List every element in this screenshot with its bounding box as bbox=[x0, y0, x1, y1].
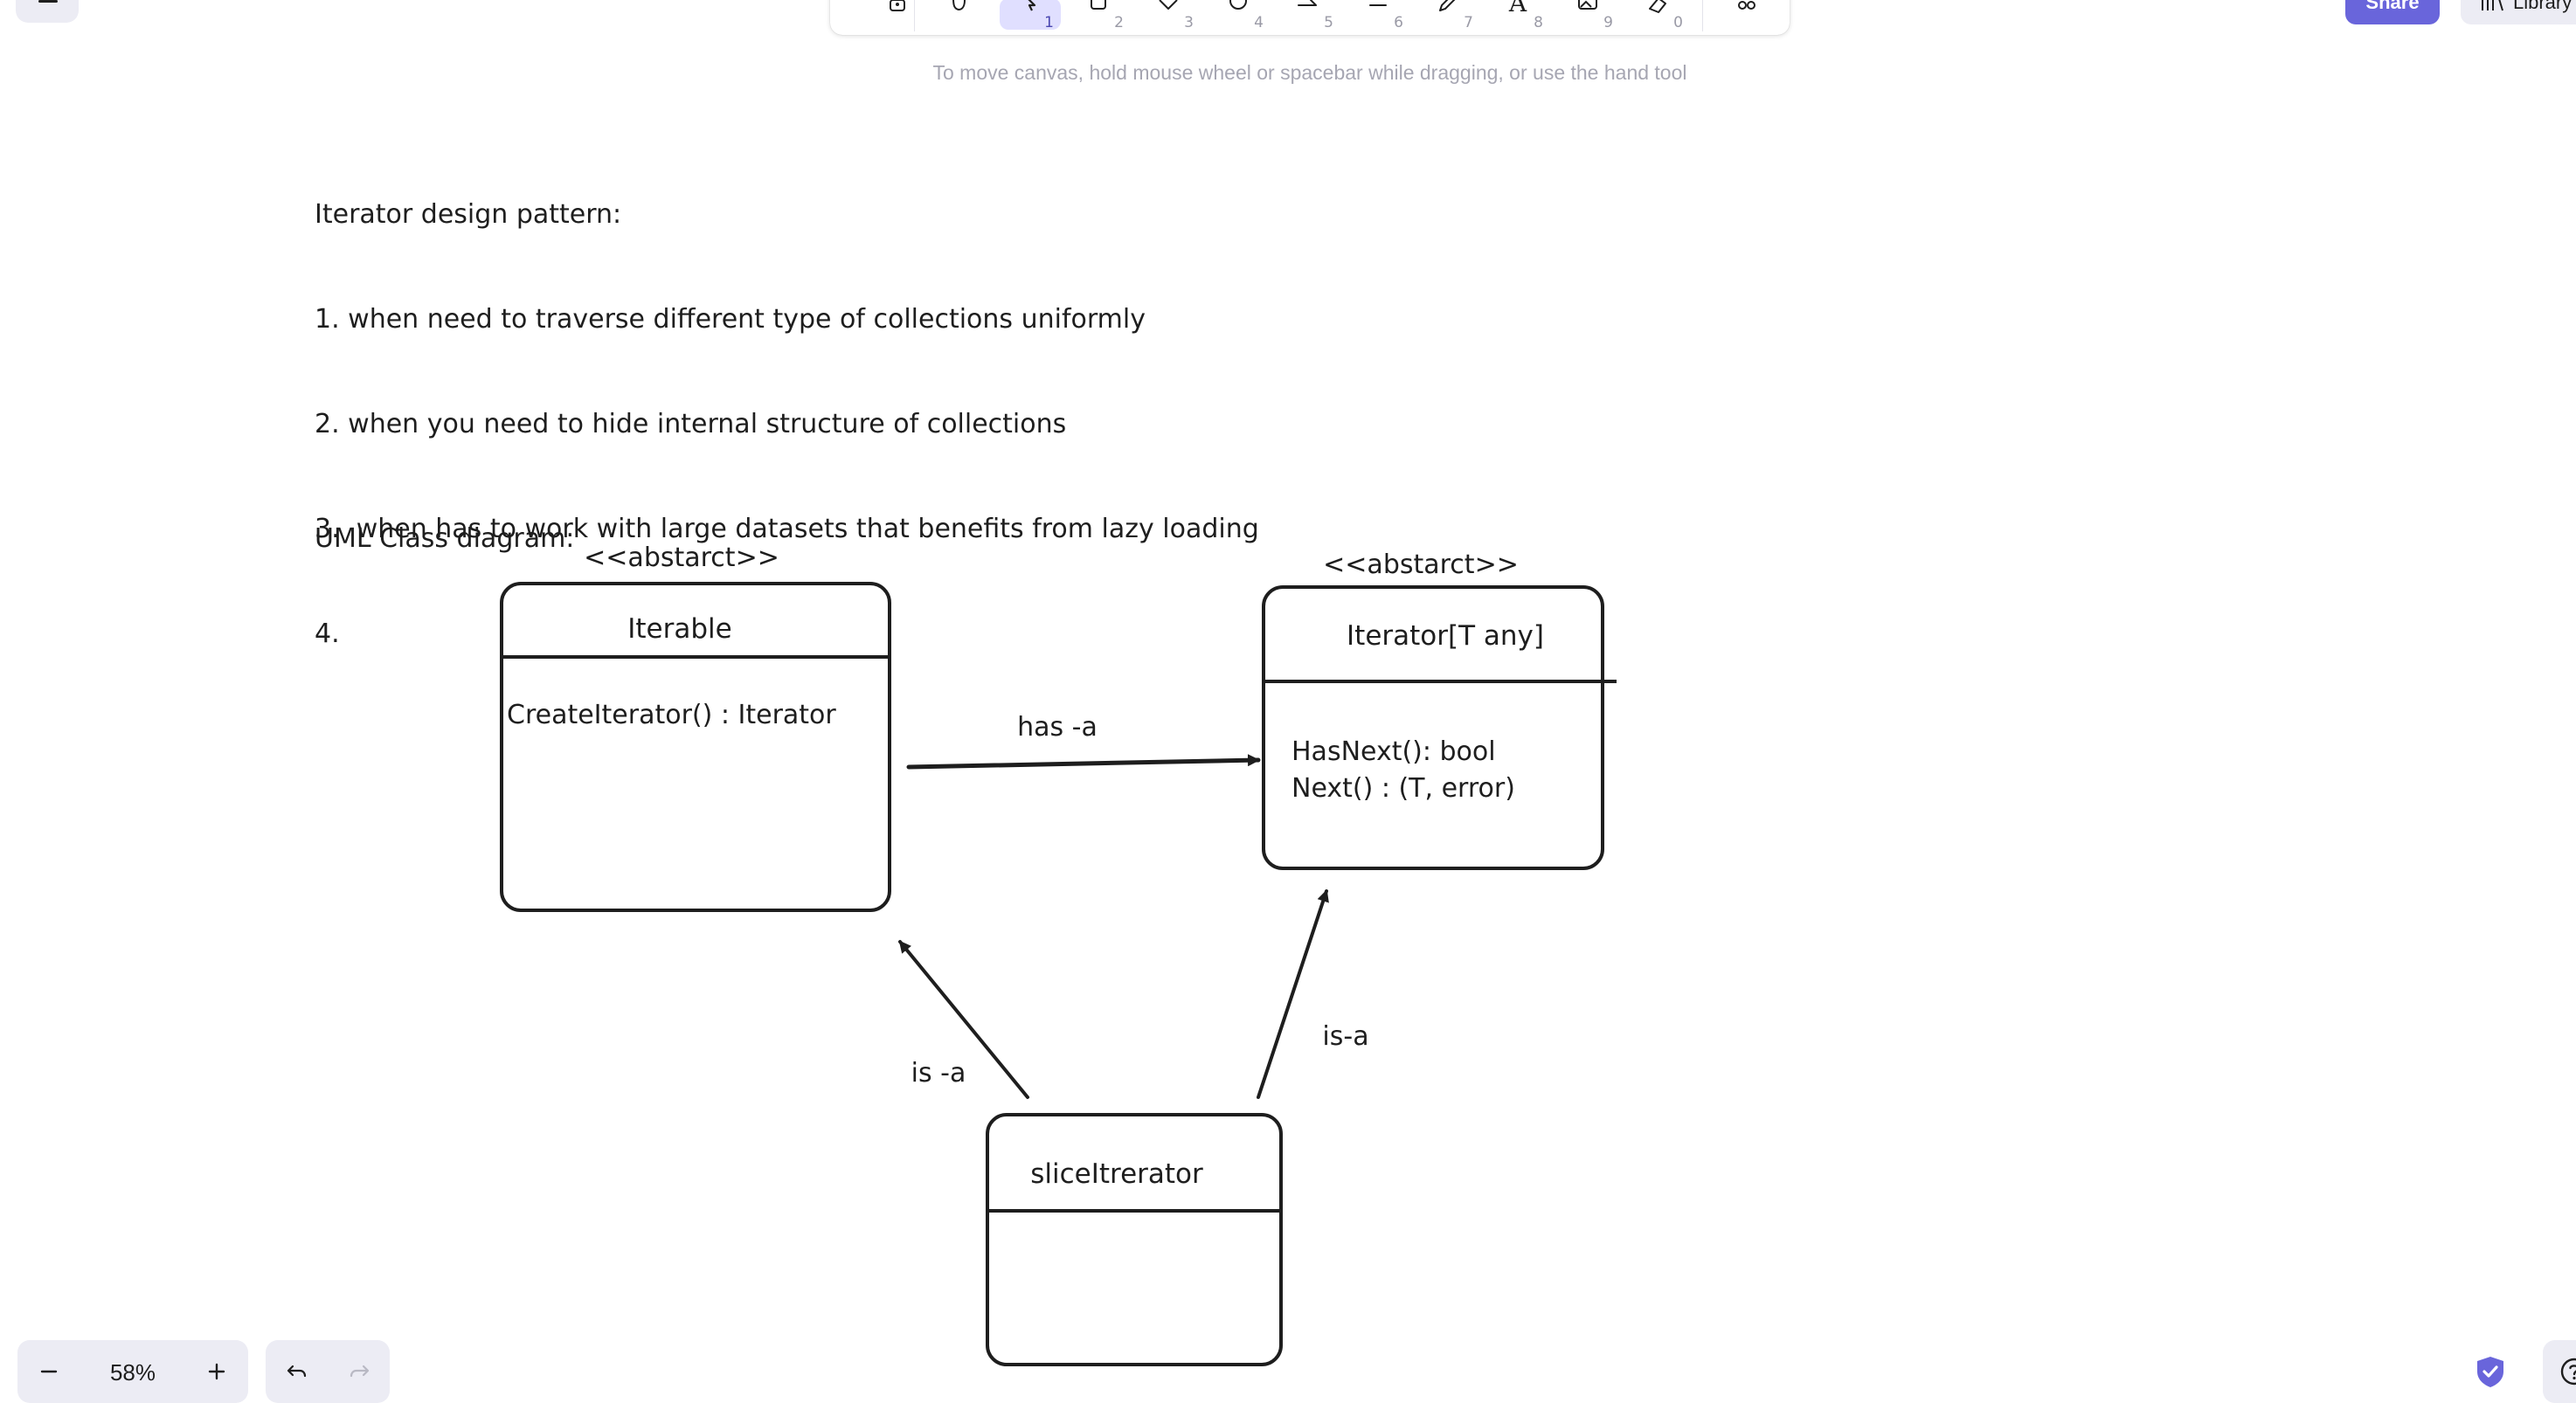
tool-lock[interactable] bbox=[869, 0, 930, 30]
redo-icon bbox=[350, 1365, 370, 1378]
tool-eraser[interactable]: 0 bbox=[1629, 0, 1690, 31]
is-a-right-arrow bbox=[1257, 889, 1329, 1099]
lock-icon bbox=[890, 0, 905, 11]
tool-draw[interactable]: 7 bbox=[1419, 0, 1480, 31]
rectangle-icon bbox=[1091, 0, 1106, 10]
iterator-name: Iterator[T any] bbox=[1347, 620, 1544, 652]
slice-iterator-box bbox=[986, 1113, 1283, 1366]
notes-line: Iterator design pattern: bbox=[315, 199, 622, 230]
iterator-method: Next() : (T, error) bbox=[1291, 773, 1515, 804]
help-button[interactable] bbox=[2543, 1340, 2576, 1403]
library-button[interactable]: Library bbox=[2461, 0, 2576, 24]
iterator-stereotype: <<abstarct>> bbox=[1323, 549, 1519, 580]
zoom-controls: 58% bbox=[17, 1340, 248, 1403]
tool-shortcut: 8 bbox=[1534, 14, 1543, 31]
zoom-in-button[interactable] bbox=[185, 1340, 248, 1403]
has-a-label: has -a bbox=[1017, 712, 1098, 743]
tool-shortcut: 7 bbox=[1464, 14, 1473, 31]
notes-line: 4. bbox=[315, 619, 340, 649]
tool-image[interactable]: 9 bbox=[1559, 0, 1620, 31]
has-a-arrow bbox=[906, 754, 1261, 770]
tool-arrow[interactable]: 5 bbox=[1279, 0, 1340, 31]
library-icon bbox=[2482, 0, 2503, 11]
has-a-relation[interactable]: has -a bbox=[906, 712, 1261, 770]
tool-selection[interactable]: 1 bbox=[1000, 0, 1061, 31]
library-label: Library bbox=[2513, 0, 2573, 13]
shapes-icon bbox=[1738, 1, 1755, 10]
iterable-name: Iterable bbox=[627, 613, 731, 645]
zoom-value[interactable]: 58% bbox=[109, 1359, 156, 1386]
zoom-out-button[interactable] bbox=[17, 1340, 80, 1403]
diamond-icon bbox=[1159, 0, 1178, 10]
line-icon bbox=[1369, 4, 1387, 6]
hand-icon bbox=[952, 0, 966, 11]
history-controls bbox=[266, 1340, 390, 1403]
slice-iterator-name: sliceItrerator bbox=[1030, 1158, 1203, 1190]
eraser-icon bbox=[1649, 0, 1666, 13]
ellipse-icon bbox=[1229, 0, 1247, 10]
iterable-stereotype: <<abstarct>> bbox=[584, 543, 779, 573]
help-icon bbox=[2560, 1358, 2576, 1386]
menu-icon bbox=[38, 0, 58, 3]
iterable-method: CreateIterator() : Iterator bbox=[507, 700, 836, 730]
redo-button[interactable] bbox=[328, 1340, 390, 1403]
shield-check-icon[interactable] bbox=[2473, 1354, 2508, 1389]
is-a-right-relation[interactable]: is-a bbox=[1257, 889, 1369, 1099]
notes-line: 2. when you need to hide internal struct… bbox=[315, 409, 1067, 439]
is-a-left-label: is -a bbox=[911, 1058, 966, 1089]
notes-text[interactable]: Iterator design pattern: 1. when need to… bbox=[315, 128, 1259, 687]
tool-shortcut: 6 bbox=[1394, 14, 1403, 31]
undo-button[interactable] bbox=[266, 1340, 328, 1403]
main-menu-button[interactable] bbox=[16, 0, 79, 23]
toolbar-divider bbox=[914, 0, 915, 31]
notes-line: 3. when has to work with large datasets … bbox=[315, 514, 1259, 544]
notes-line: 1. when need to traverse different type … bbox=[315, 304, 1146, 335]
iterator-method: HasNext(): bool bbox=[1291, 736, 1496, 767]
pointer-icon bbox=[1028, 0, 1036, 11]
tool-rectangle[interactable]: 2 bbox=[1070, 0, 1131, 31]
tool-shortcut: 5 bbox=[1324, 14, 1333, 31]
iterator-class[interactable]: <<abstarct>> Iterator[T any] HasNext(): … bbox=[1262, 549, 1617, 870]
tool-line[interactable]: 6 bbox=[1349, 0, 1410, 31]
tool-hand[interactable] bbox=[930, 0, 991, 30]
is-a-left-arrow bbox=[898, 940, 1029, 1099]
is-a-right-label: is-a bbox=[1322, 1021, 1368, 1052]
share-label: Share bbox=[2365, 0, 2420, 13]
toolbar: 1 2 3 4 5 6 7 bbox=[830, 0, 1790, 35]
tool-shortcut: 0 bbox=[1673, 14, 1683, 31]
tool-ellipse[interactable]: 4 bbox=[1209, 0, 1271, 31]
diagram-heading: UML Class diagram: bbox=[315, 523, 574, 554]
minus-icon bbox=[40, 1370, 58, 1373]
pencil-icon bbox=[1439, 0, 1456, 11]
iterable-class[interactable]: <<abstarct>> Iterable CreateIterator() :… bbox=[500, 543, 891, 912]
iterable-box bbox=[500, 582, 891, 912]
undo-icon bbox=[287, 1365, 307, 1378]
canvas-hint: To move canvas, hold mouse wheel or spac… bbox=[932, 61, 1687, 84]
tool-shortcut: 9 bbox=[1603, 14, 1613, 31]
toolbar-divider bbox=[1702, 0, 1703, 31]
slice-iterator-class[interactable]: sliceItrerator bbox=[986, 1113, 1283, 1366]
is-a-left-relation[interactable]: is -a bbox=[898, 940, 1029, 1099]
tool-shortcut: 1 bbox=[1044, 14, 1054, 31]
tool-shortcut: 2 bbox=[1114, 14, 1124, 31]
image-icon bbox=[1578, 0, 1597, 10]
plus-icon bbox=[208, 1363, 225, 1380]
arrow-icon bbox=[1298, 0, 1317, 6]
tool-more[interactable] bbox=[1718, 0, 1779, 30]
iterator-box bbox=[1262, 585, 1604, 870]
tool-shortcut: 4 bbox=[1254, 14, 1264, 31]
text-icon: A bbox=[1508, 0, 1527, 17]
tool-diamond[interactable]: 3 bbox=[1139, 0, 1201, 31]
share-button[interactable]: Share bbox=[2345, 0, 2440, 24]
tool-text[interactable]: A 8 bbox=[1489, 0, 1550, 31]
tool-shortcut: 3 bbox=[1184, 14, 1194, 31]
